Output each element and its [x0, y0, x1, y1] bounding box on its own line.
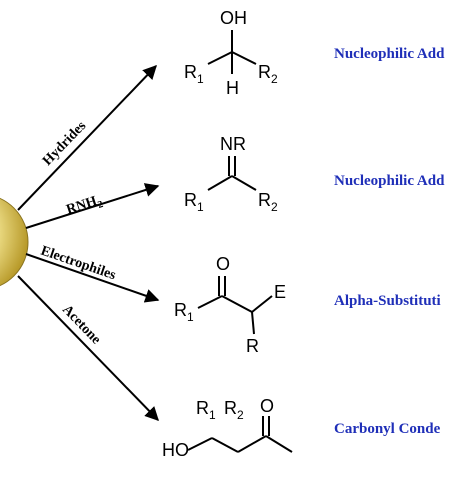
arrow-electrophiles: [25, 253, 160, 303]
alpha-e: E: [274, 282, 286, 302]
alcohol-r2-letter: R: [258, 62, 271, 82]
aldol-r2-sub: 2: [237, 408, 244, 422]
aldol-r1-letter: R: [196, 398, 209, 418]
aldol-bond-ho: [187, 437, 213, 451]
arrow-amine: [25, 183, 160, 229]
reaction-label-3: Alpha-Substituti: [334, 293, 441, 309]
aldol-r1-sub: 1: [209, 408, 216, 422]
imine-bond-r2: [231, 175, 257, 191]
aldol-bond-methyl: [265, 435, 293, 453]
imine-r1-sub: 1: [197, 200, 204, 214]
alcohol-r1-sub: 1: [197, 72, 204, 86]
reagent-amine: RNH2: [65, 192, 105, 220]
reaction-label-4: Carbonyl Conde: [334, 421, 441, 437]
product-alpha: O R1 E R: [174, 254, 286, 356]
reaction-label-1: Nucleophilic Add: [334, 46, 445, 62]
product-aldol: R1 R2 HO O: [162, 396, 293, 460]
aldol-r2-letter: R: [224, 398, 237, 418]
imine-r2-letter: R: [258, 190, 271, 210]
reagent-amine-text: RNH: [65, 194, 99, 218]
aldol-bond-ch2: [211, 437, 239, 453]
arrow-hydrides: [17, 64, 157, 211]
imine-bond-r1: [207, 175, 233, 191]
imine-r2: R2: [258, 190, 278, 214]
alcohol-r1-letter: R: [184, 62, 197, 82]
aldol-ho: HO: [162, 440, 189, 460]
imine-nr: NR: [220, 134, 246, 154]
aldol-bond-carbonyl: [237, 435, 267, 453]
alcohol-r2-sub: 2: [271, 72, 278, 86]
alpha-o: O: [216, 254, 230, 274]
product-alcohol: OH R1 R2 H: [184, 8, 278, 98]
product-imine: NR R1 R2: [184, 134, 278, 214]
alpha-bond-r1: [197, 295, 223, 309]
alpha-bond-r: [251, 311, 255, 335]
reaction-label-2: Nucleophilic Add: [334, 173, 445, 189]
alpha-r1-sub: 1: [187, 310, 194, 324]
imine-r1-letter: R: [184, 190, 197, 210]
alpha-r1: R1: [174, 300, 194, 324]
alcohol-bond-r2: [231, 51, 257, 65]
alcohol-r1: R1: [184, 62, 204, 86]
aldol-r1: R1: [196, 398, 216, 422]
alcohol-bond-r1: [207, 51, 233, 65]
imine-r2-sub: 2: [271, 200, 278, 214]
aldol-r2: R2: [224, 398, 244, 422]
aldol-o: O: [260, 396, 274, 416]
alcohol-r2: R2: [258, 62, 278, 86]
alpha-bond-e: [251, 295, 273, 313]
carbonyl-sphere: [0, 197, 29, 287]
alcohol-h: H: [226, 78, 239, 98]
reagent-amine-sub: 2: [96, 199, 104, 211]
alpha-bond-calpha: [221, 295, 253, 313]
alpha-r1-letter: R: [174, 300, 187, 320]
alcohol-oh: OH: [220, 8, 247, 28]
imine-r1: R1: [184, 190, 204, 214]
alpha-r: R: [246, 336, 259, 356]
arrow-acetone: [17, 275, 159, 422]
